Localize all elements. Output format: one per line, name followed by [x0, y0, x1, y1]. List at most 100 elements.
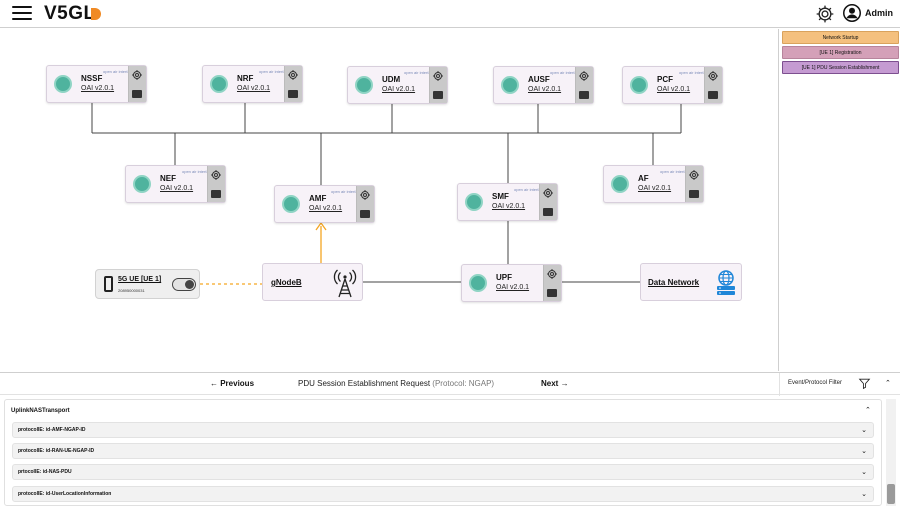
ie-row[interactable]: protocolIE: id-UserLocationInformation ⌄ [12, 486, 874, 502]
nf-card-udm[interactable]: UDM OAI v2.0.1 open air interface [347, 66, 448, 104]
terminal-icon[interactable] [288, 90, 298, 98]
nf-version[interactable]: OAI v2.0.1 [496, 284, 530, 291]
chevron-down-icon[interactable]: ⌄ [861, 427, 867, 434]
ie-label: protocolIE: id-AMF-NGAP-ID [18, 427, 86, 433]
nf-card-nrf[interactable]: NRF OAI v2.0.1 open air interface [202, 65, 303, 103]
ue-imsi: 208950000031 [118, 288, 145, 293]
nf-brand: open air interface [679, 70, 710, 75]
nf-brand: open air interface [404, 70, 435, 75]
nf-card-ausf[interactable]: AUSF OAI v2.0.1 open air interface [493, 66, 594, 104]
nf-version[interactable]: OAI v2.0.1 [638, 185, 672, 192]
ie-row[interactable]: protocolIE: id-RAN-UE-NGAP-ID ⌄ [12, 443, 874, 459]
nf-brand: open air interface [259, 69, 290, 74]
terminal-icon[interactable] [211, 190, 221, 198]
nf-card-nssf[interactable]: NSSF OAI v2.0.1 open air interface [46, 65, 147, 103]
previous-button[interactable]: ← Previous [210, 379, 255, 388]
terminal-icon[interactable] [433, 91, 443, 99]
ie-label: prtocolIE: id-NAS-PDU [18, 469, 72, 475]
ie-row[interactable]: prtocolIE: id-NAS-PDU ⌄ [12, 464, 874, 480]
oai-logo-icon [282, 195, 300, 213]
globe-server-icon [717, 270, 735, 295]
nf-name: AUSF [528, 75, 550, 84]
nf-name: UPF [496, 273, 512, 282]
nf-name: NEF [160, 174, 176, 183]
gear-icon[interactable] [210, 169, 222, 181]
gear-icon[interactable] [578, 70, 590, 82]
scrollbar-thumb[interactable] [887, 484, 895, 504]
nf-version[interactable]: OAI v2.0.1 [492, 203, 526, 210]
nf-name: NSSF [81, 74, 103, 83]
oai-logo-icon [465, 193, 483, 211]
ue-card[interactable]: 5G UE [UE 1] 208950000031 [95, 269, 200, 299]
nf-name: SMF [492, 192, 509, 201]
nf-version[interactable]: OAI v2.0.1 [160, 185, 194, 192]
terminal-icon[interactable] [708, 91, 718, 99]
terminal-icon[interactable] [360, 210, 370, 218]
filter-label[interactable]: Event/Protocol Filter [788, 380, 843, 386]
next-button[interactable]: Next → [541, 379, 569, 388]
nf-brand: open air interface [182, 169, 213, 174]
event-pdu-session[interactable]: [UE 1] PDU Session Establishment [782, 61, 899, 74]
nf-version[interactable]: OAI v2.0.1 [657, 86, 691, 93]
network-links [91, 103, 682, 285]
detail-scrollbar[interactable] [886, 399, 896, 506]
gear-icon[interactable] [542, 187, 554, 199]
chevron-down-icon[interactable]: ⌄ [861, 469, 867, 476]
message-navbar: ← Previous PDU Session Establishment Req… [0, 372, 900, 396]
event-network-startup[interactable]: Network Startup [782, 31, 899, 44]
nf-version[interactable]: OAI v2.0.1 [528, 86, 562, 93]
nf-brand: open air interface [660, 169, 691, 174]
nf-version[interactable]: OAI v2.0.1 [309, 205, 343, 212]
gear-icon[interactable] [707, 70, 719, 82]
nf-version[interactable]: OAI v2.0.1 [81, 85, 115, 92]
nf-card-nef[interactable]: NEF OAI v2.0.1 open air interface [125, 165, 226, 203]
terminal-icon[interactable] [579, 91, 589, 99]
data-network-card[interactable]: Data Network [640, 263, 742, 301]
nf-name: NRF [237, 74, 254, 83]
settings-gear-icon[interactable] [815, 4, 835, 24]
hamburger-icon[interactable] [12, 6, 32, 22]
nf-card-amf[interactable]: AMF OAI v2.0.1 open air interface [274, 185, 375, 223]
gear-icon[interactable] [432, 70, 444, 82]
nf-card-pcf[interactable]: PCF OAI v2.0.1 open air interface [622, 66, 723, 104]
ue-name[interactable]: 5G UE [UE 1] [118, 276, 162, 283]
terminal-icon[interactable] [547, 289, 557, 297]
nf-card-smf[interactable]: SMF OAI v2.0.1 open air interface [457, 183, 558, 221]
top-header: V5GL Admin [0, 0, 900, 28]
gear-icon[interactable] [688, 169, 700, 181]
terminal-icon[interactable] [132, 90, 142, 98]
oai-logo-icon [133, 175, 151, 193]
oai-logo-icon [210, 75, 228, 93]
nf-card-af[interactable]: AF OAI v2.0.1 open air interface [603, 165, 704, 203]
oai-logo-icon [469, 274, 487, 292]
chevron-down-icon[interactable]: ⌄ [861, 448, 867, 455]
gear-icon[interactable] [359, 189, 371, 201]
nf-card-upf[interactable]: UPF OAI v2.0.1 [461, 264, 562, 302]
user-name[interactable]: Admin [865, 8, 893, 18]
logo-mark-icon [91, 8, 101, 20]
user-avatar-icon[interactable] [843, 4, 861, 22]
message-detail-panel: UplinkNASTransport ⌃ protocolIE: id-AMF-… [4, 399, 882, 506]
gear-icon[interactable] [287, 69, 299, 81]
event-registration[interactable]: [UE 1] Registration [782, 46, 899, 59]
oai-logo-icon [630, 76, 648, 94]
terminal-icon[interactable] [543, 208, 553, 216]
terminal-icon[interactable] [689, 190, 699, 198]
gear-icon[interactable] [546, 268, 558, 280]
chevron-up-icon[interactable]: ⌃ [865, 407, 871, 414]
event-filter: Event/Protocol Filter ⌃ [779, 373, 900, 396]
message-title: PDU Session Establishment Request (Proto… [298, 379, 494, 388]
filter-icon[interactable] [858, 377, 871, 390]
nf-version[interactable]: OAI v2.0.1 [382, 86, 416, 93]
message-name: PDU Session Establishment Request [298, 379, 431, 388]
gnodeb-name[interactable]: gNodeB [271, 278, 302, 287]
data-network-name[interactable]: Data Network [648, 278, 700, 287]
gnodeb-card[interactable]: gNodeB [262, 263, 363, 301]
chevron-down-icon[interactable]: ⌄ [861, 491, 867, 498]
nf-name: AMF [309, 194, 327, 203]
ie-row[interactable]: protocolIE: id-AMF-NGAP-ID ⌄ [12, 422, 874, 438]
nf-version[interactable]: OAI v2.0.1 [237, 85, 271, 92]
gear-icon[interactable] [131, 69, 143, 81]
chevron-up-icon[interactable]: ⌃ [885, 380, 891, 387]
